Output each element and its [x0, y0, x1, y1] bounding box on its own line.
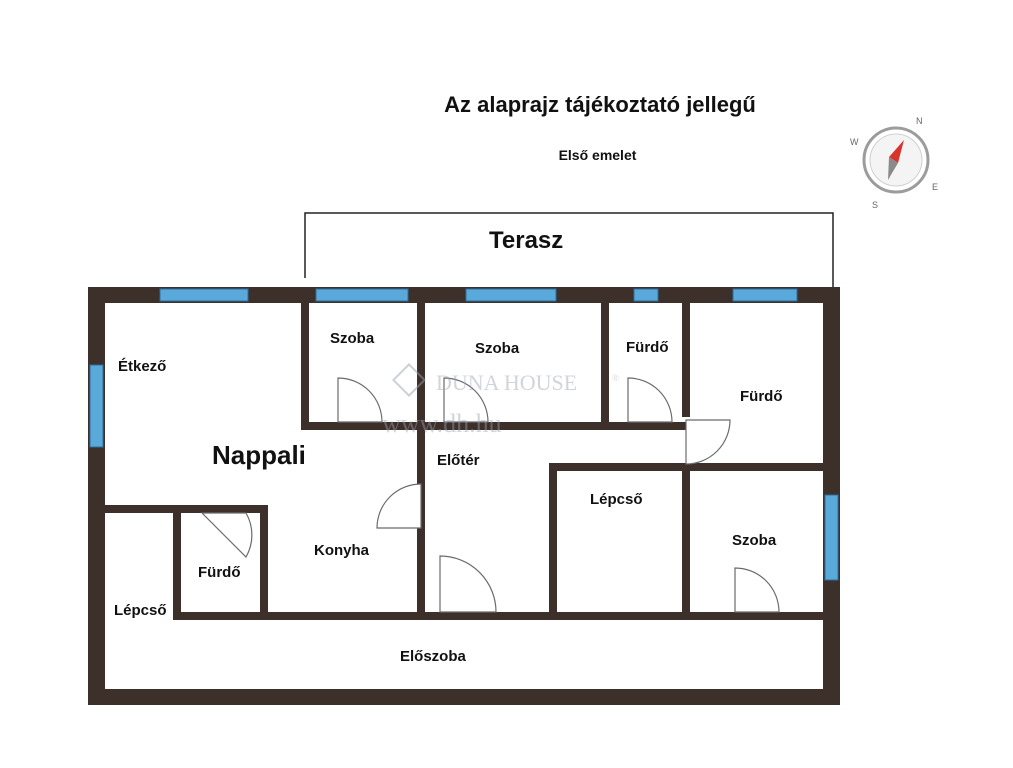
door-szoba-2 [443, 377, 489, 423]
window-etkezo-left [89, 364, 104, 448]
exterior-walls [88, 287, 840, 705]
label-szoba-right: Szoba [732, 532, 777, 549]
label-etkezo: Étkező [118, 358, 166, 375]
plan-title: Az alaprajz tájékoztató jellegű [444, 92, 756, 117]
door-eloter [439, 555, 497, 613]
compass-e: E [932, 182, 938, 192]
compass-icon: N E S W [850, 116, 938, 210]
label-nappali: Nappali [212, 440, 306, 470]
compass-w: W [850, 137, 859, 147]
watermark: DUNA HOUSE ® www.dh.hu [382, 363, 619, 438]
door-furdo-small [200, 512, 253, 558]
label-eloter: Előtér [437, 452, 480, 469]
label-eloszoba: Előszoba [400, 648, 467, 665]
watermark-site: www.dh.hu [382, 409, 502, 438]
door-szoba-right [734, 567, 780, 613]
interior-walls [88, 297, 829, 620]
label-furdo-top: Fürdő [626, 339, 669, 356]
window-szoba-2 [465, 288, 557, 302]
window-furdo-top [633, 288, 659, 302]
floor-subtitle: Első emelet [558, 147, 637, 163]
door-furdo-right [685, 419, 731, 465]
label-terasz: Terasz [489, 227, 563, 254]
compass-s: S [872, 200, 878, 210]
label-szoba-1: Szoba [330, 330, 375, 347]
label-konyha: Konyha [314, 542, 370, 559]
label-furdo-small: Fürdő [198, 564, 241, 581]
window-szoba-right [824, 494, 839, 581]
label-szoba-2: Szoba [475, 340, 520, 357]
label-lepcso-center: Lépcső [590, 491, 643, 508]
watermark-registered: ® [612, 373, 619, 383]
door-szoba-1 [337, 377, 383, 423]
door-furdo-top [627, 377, 673, 423]
windows [89, 288, 839, 581]
door-konyha [376, 483, 422, 529]
window-szoba-1 [315, 288, 409, 302]
window-furdo-right [732, 288, 798, 302]
terrace-outline [304, 212, 834, 288]
watermark-brand: DUNA HOUSE [436, 370, 577, 395]
doors [200, 377, 780, 613]
label-furdo-right: Fürdő [740, 388, 783, 405]
watermark-logo-icon [392, 363, 426, 397]
label-lepcso-left: Lépcső [114, 602, 167, 619]
window-etkezo-top [159, 288, 249, 302]
room-labels: Terasz Étkező Nappali Szoba Szoba Fürdő … [114, 227, 783, 665]
compass-n: N [916, 116, 923, 126]
